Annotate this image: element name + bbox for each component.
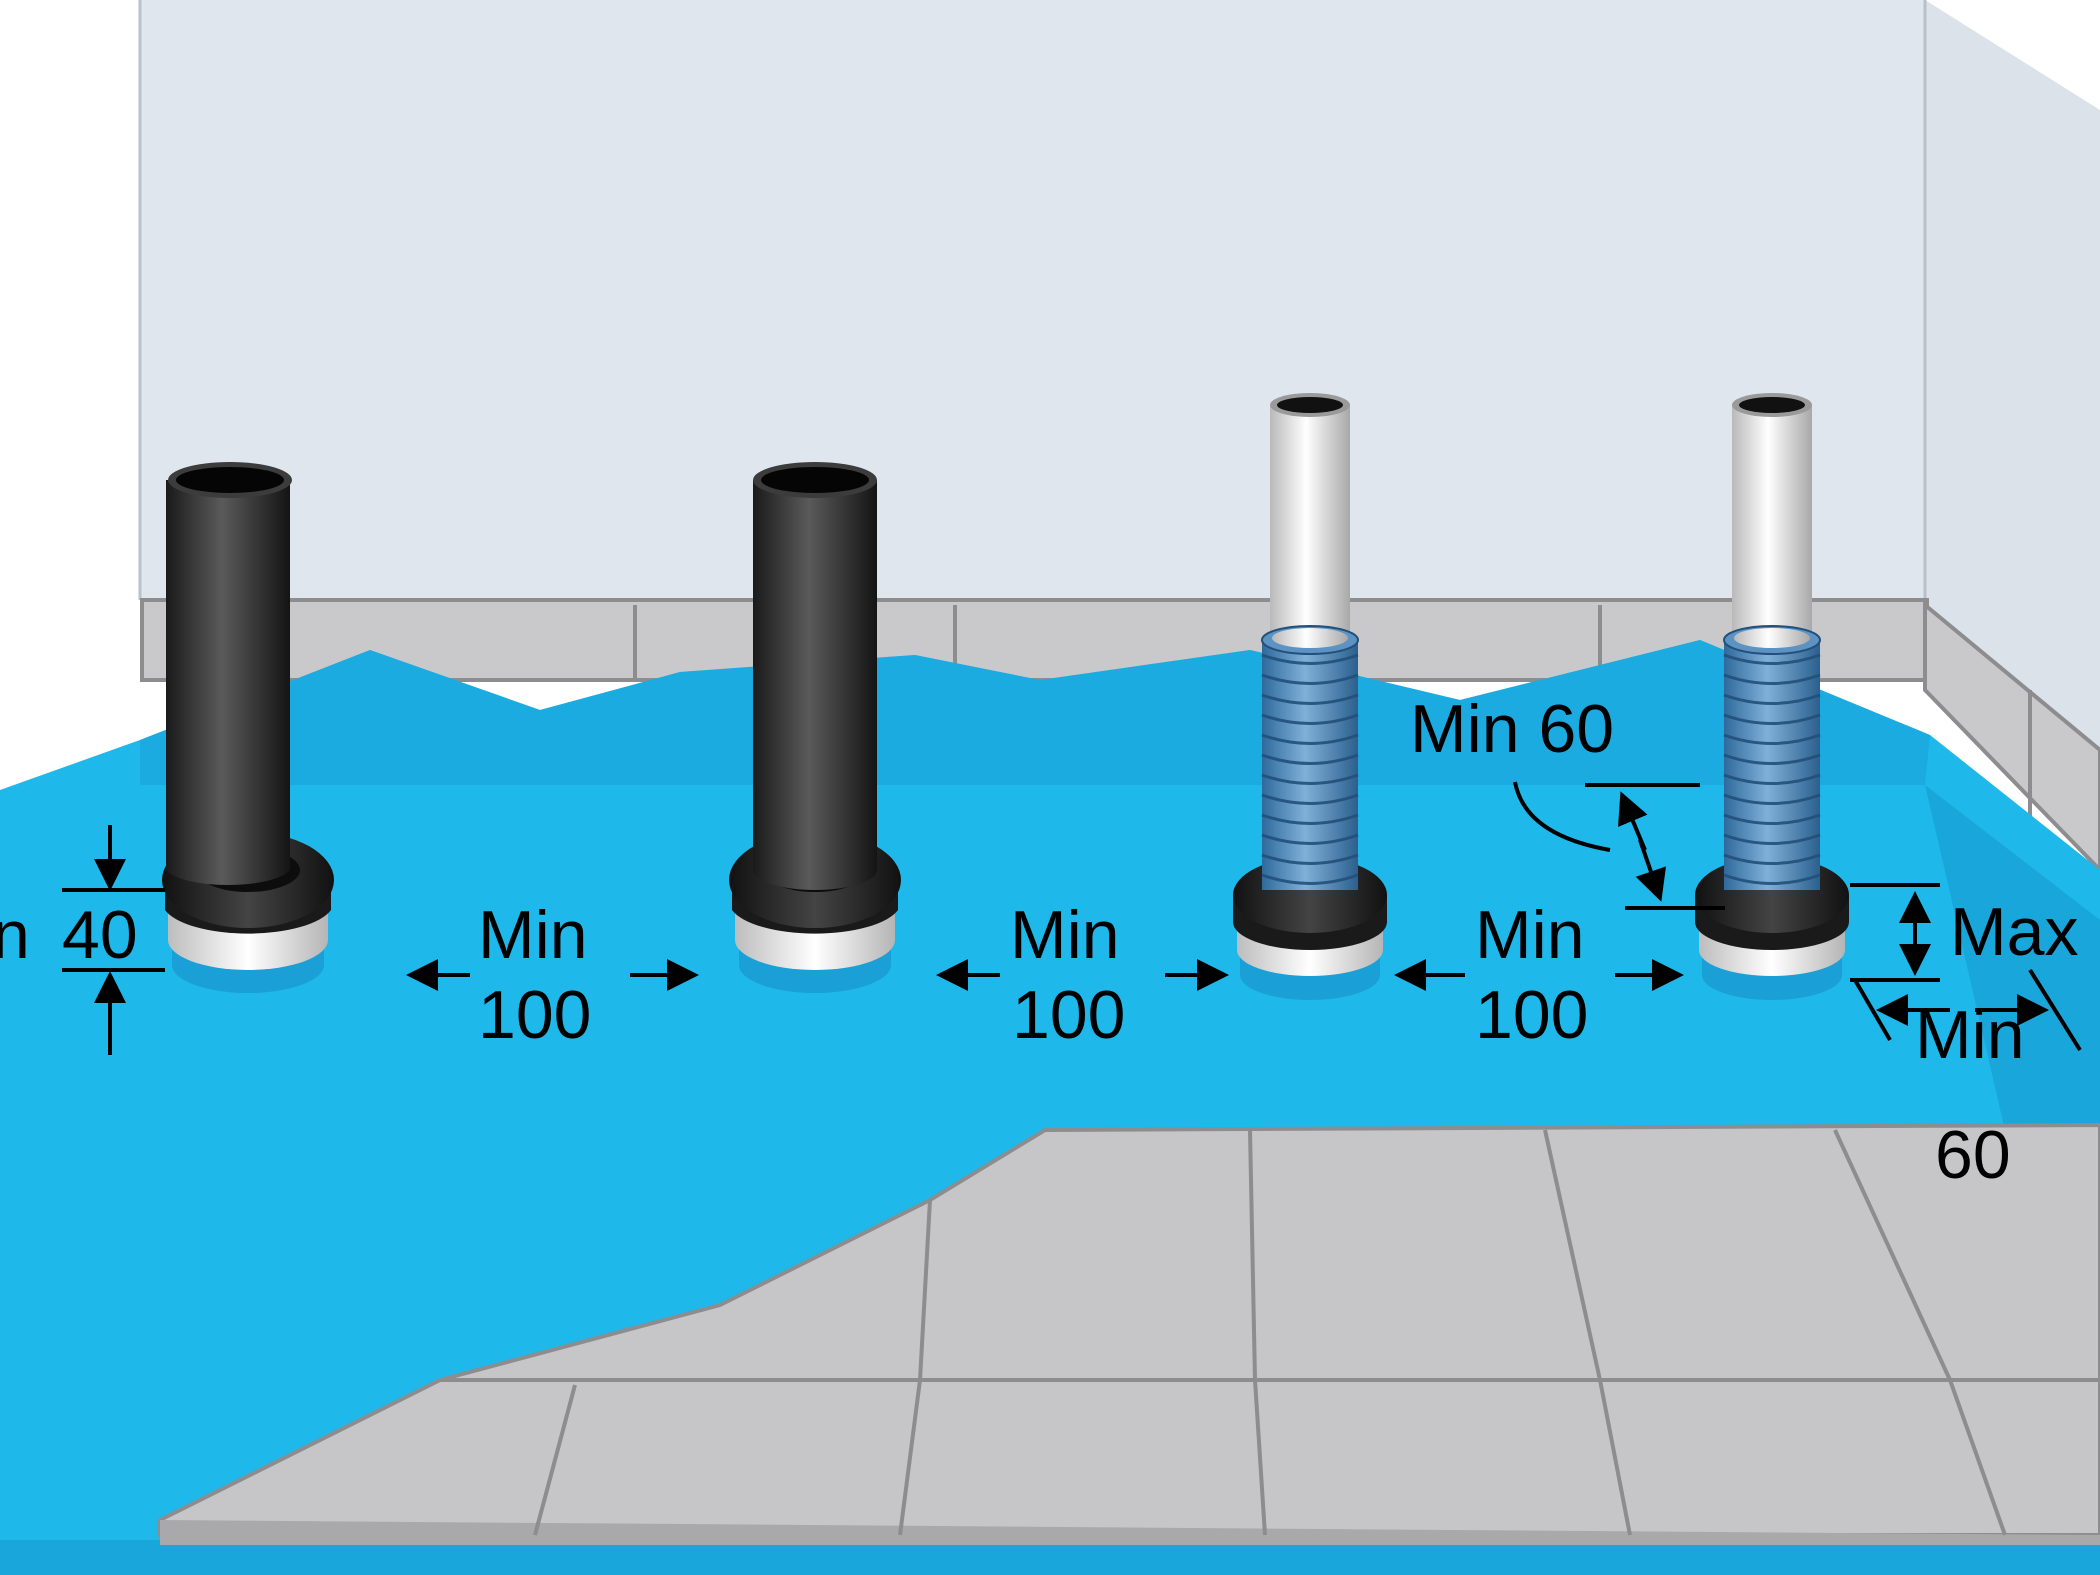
black-pipe-2 bbox=[729, 462, 901, 993]
sleeved-pipe-3 bbox=[1233, 393, 1387, 1000]
back-wall bbox=[138, 0, 2100, 760]
spacing-2-line2: 100 bbox=[1012, 977, 1125, 1053]
sleeve-4 bbox=[1723, 625, 1821, 890]
dimension-lines bbox=[62, 781, 2082, 1055]
sleeve-3 bbox=[1261, 625, 1359, 890]
right-height-label: Max bbox=[1950, 894, 2078, 970]
sleeved-pipe-4 bbox=[1695, 393, 1849, 1000]
edge-distance-line2: 60 bbox=[1935, 1117, 2011, 1193]
sleeve-overlap-label: Min 60 bbox=[1410, 691, 1614, 767]
spacing-1-line1: Min bbox=[478, 897, 588, 973]
edge-distance-line1: Min bbox=[1915, 997, 2025, 1073]
left-height-prefix: n bbox=[0, 897, 30, 973]
floor-tiles bbox=[158, 1122, 2100, 1545]
dimension-labels: n 40 Min 100 Min 100 Min 100 Min 60 Max … bbox=[0, 691, 2078, 1193]
black-pipe-1 bbox=[162, 462, 334, 993]
left-height-value: 40 bbox=[62, 897, 138, 973]
spacing-2-line1: Min bbox=[1010, 897, 1120, 973]
spacing-3-line1: Min bbox=[1475, 897, 1585, 973]
spacing-3-line2: 100 bbox=[1475, 977, 1588, 1053]
spacing-1-line2: 100 bbox=[478, 977, 591, 1053]
